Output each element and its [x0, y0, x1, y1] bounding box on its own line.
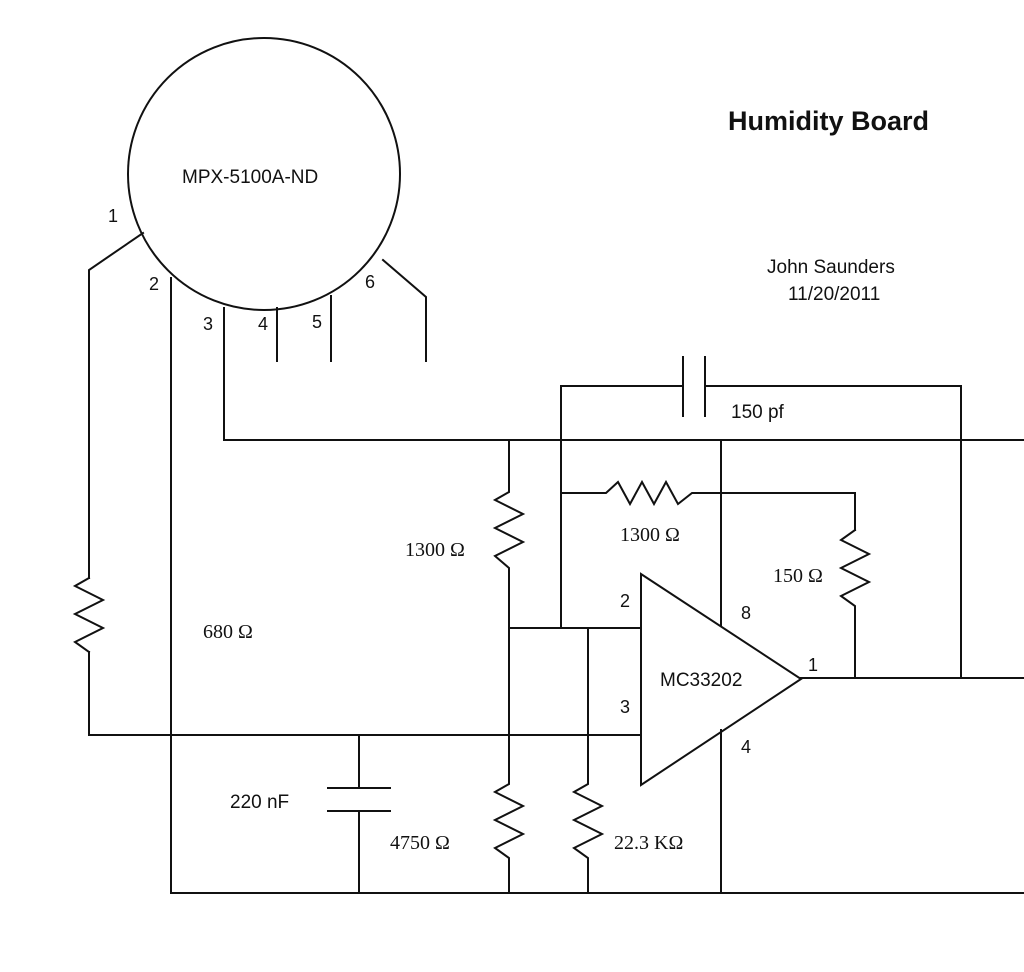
sensor-pin-3-label: 3	[203, 314, 213, 334]
opamp-pin-2-label: 2	[620, 591, 630, 611]
author-name: John Saunders	[767, 257, 895, 278]
resistor-4750-label: 4750 Ω	[390, 832, 450, 854]
board-title: Humidity Board	[728, 106, 929, 136]
resistor-150	[838, 528, 872, 679]
drawing-date: 11/20/2011	[788, 284, 880, 305]
resistor-4750	[492, 627, 526, 894]
non-inverting-wire	[88, 651, 642, 736]
sensor-pin-5-label: 5	[312, 312, 322, 332]
resistor-1300-feedback-label: 1300 Ω	[620, 524, 680, 546]
opamp-pin-1-label: 1	[808, 655, 818, 675]
feedback-cap-right-wire	[704, 385, 962, 679]
resistor-680	[72, 576, 106, 654]
resistor-22k	[571, 627, 605, 894]
capacitor-150pf-label: 150 pf	[731, 402, 785, 423]
pressure-sensor	[127, 37, 401, 311]
resistor-1300-feedback	[560, 479, 856, 531]
sensor-pin-1-label: 1	[108, 206, 118, 226]
opamp-pin-4-label: 4	[741, 737, 751, 757]
opamp-part-label: MC33202	[660, 670, 742, 691]
opamp-pin-3-label: 3	[620, 697, 630, 717]
sensor-pin-4-label: 4	[258, 314, 268, 334]
sensor-lead-1	[88, 231, 145, 579]
sensor-lead-6	[381, 258, 427, 362]
sensor-lead-3	[223, 307, 1024, 441]
capacitor-220nf-label: 220 nF	[230, 792, 289, 813]
sensor-pin-6-label: 6	[365, 272, 375, 292]
resistor-680-label: 680 Ω	[203, 621, 253, 643]
resistor-150-label: 150 Ω	[773, 565, 823, 587]
resistor-1300-divider	[492, 439, 526, 629]
opamp-pin-8-label: 8	[741, 603, 751, 623]
sensor-pin-2-label: 2	[149, 274, 159, 294]
resistor-1300-divider-label: 1300 Ω	[405, 539, 465, 561]
feedback-cap-left-wire	[560, 385, 684, 629]
opamp-symbol	[640, 572, 803, 787]
resistor-22k-label: 22.3 KΩ	[614, 832, 683, 854]
sensor-part-label: MPX-5100A-ND	[182, 167, 318, 188]
